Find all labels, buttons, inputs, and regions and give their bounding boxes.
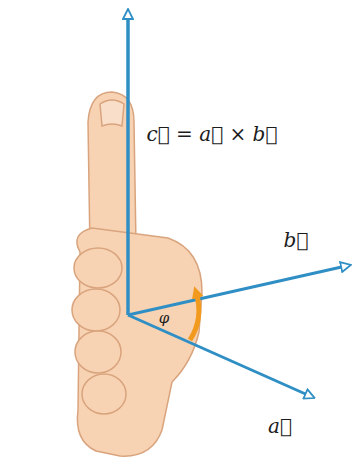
thumb-nail [100,100,124,126]
hand [72,92,202,456]
angle-symbol: φ [159,309,170,327]
finger [82,374,126,414]
finger [72,289,120,331]
vector-c [126,14,130,315]
vector-name: a⃗ [268,414,292,438]
rotation-arrow [190,292,199,340]
vector-equation: c⃗ = a⃗ × b⃗ [147,122,278,146]
finger [75,331,121,373]
vector-a [128,315,310,396]
vector-name: b⃗ [284,228,309,252]
finger [74,248,122,288]
vector-b [128,266,346,315]
